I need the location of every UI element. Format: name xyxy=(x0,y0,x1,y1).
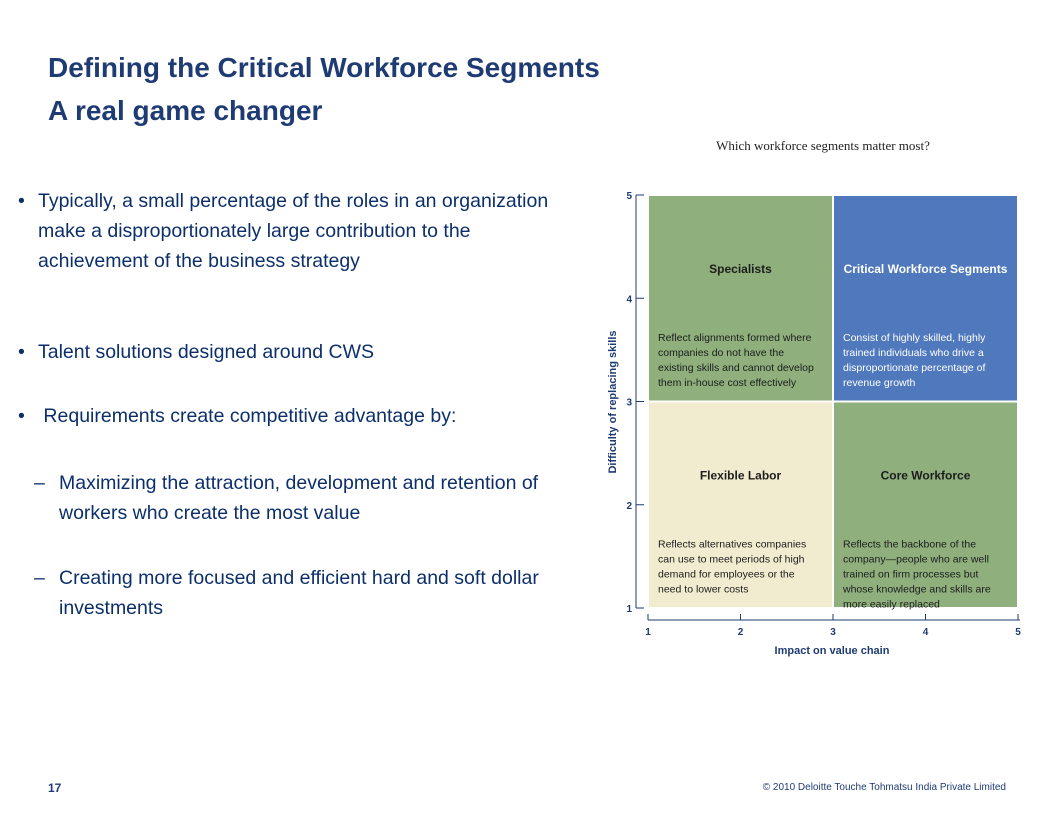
sub-bullet-text: Maximizing the attraction, development a… xyxy=(59,472,539,524)
x-tick-label: 3 xyxy=(830,627,836,638)
page-number: 17 xyxy=(48,781,62,795)
quadrant-description-line: them in-house cost effectively xyxy=(658,377,797,389)
quadrant-description-line: company—people who are well xyxy=(843,554,989,566)
quadrant-description-line: trained individuals who drive a xyxy=(843,347,984,359)
quadrant-cell xyxy=(832,194,1019,403)
x-tick-label: 4 xyxy=(923,627,929,638)
quadrant-description-line: Reflect alignments formed where xyxy=(658,332,812,344)
quadrant-description-line: whose knowledge and skills are xyxy=(842,584,991,596)
quadrant-description-line: Consist of highly skilled, highly xyxy=(843,332,986,344)
bullet-marker: • xyxy=(18,341,25,363)
quadrant-description-line: revenue growth xyxy=(843,377,916,389)
x-tick-label: 1 xyxy=(645,627,651,638)
bullet-marker: • xyxy=(18,405,25,427)
x-tick-label: 5 xyxy=(1015,627,1021,638)
y-tick-label: 4 xyxy=(626,294,632,305)
sub-bullet-marker: – xyxy=(34,472,45,494)
y-tick-label: 1 xyxy=(626,604,632,615)
quadrant-description-line: Reflects the backbone of the xyxy=(843,539,976,551)
bullet-marker: • xyxy=(18,190,25,212)
quadrant-cell xyxy=(832,400,1019,609)
y-tick-label: 3 xyxy=(626,398,632,409)
quadrant-name: Core Workforce xyxy=(881,469,971,483)
x-tick-label: 2 xyxy=(738,627,744,638)
quadrant-description-line: trained on firm processes but xyxy=(843,569,978,581)
bullet-text: Requirements create competitive advantag… xyxy=(38,405,457,427)
x-axis-label: Impact on value chain xyxy=(775,645,890,657)
quadrant-description-line: companies do not have the xyxy=(658,347,784,359)
bullet-text: Talent solutions designed around CWS xyxy=(38,341,375,363)
y-tick-label: 2 xyxy=(626,501,632,512)
y-axis-label: Difficulty of replacing skills xyxy=(607,330,619,473)
y-tick-label: 5 xyxy=(626,191,632,202)
quadrant-description-line: can use to meet periods of high xyxy=(658,554,805,566)
title-line-1: Defining the Critical Workforce Segments xyxy=(48,52,600,83)
chart-title: Which workforce segments matter most? xyxy=(716,138,930,153)
quadrant-description-line: existing skills and cannot develop xyxy=(658,362,814,374)
workforce-segments-chart: Which workforce segments matter most? Sp… xyxy=(607,138,1021,657)
quadrant-description-line: need to lower costs xyxy=(658,584,748,596)
quadrant-description-line: Reflects alternatives companies xyxy=(658,539,806,551)
quadrant-cell xyxy=(647,400,834,609)
quadrant-name: Specialists xyxy=(709,262,772,276)
bullet-text: Typically, a small percentage of the rol… xyxy=(38,190,549,272)
sub-bullet-text: Creating more focused and efficient hard… xyxy=(59,567,539,619)
title-line-2: A real game changer xyxy=(48,95,323,126)
quadrant-description-line: demand for employees or the xyxy=(658,569,795,581)
copyright-notice: © 2010 Deloitte Touche Tohmatsu India Pr… xyxy=(762,782,1006,793)
quadrant-description-line: more easily replaced xyxy=(843,599,940,611)
sub-bullet-marker: – xyxy=(34,567,45,589)
slide-title: Defining the Critical Workforce Segments… xyxy=(48,46,600,132)
quadrant-description-line: disproportionate percentage of xyxy=(843,362,986,374)
quadrant-name: Flexible Labor xyxy=(700,469,782,483)
quadrant-name: Critical Workforce Segments xyxy=(844,262,1008,276)
quadrant-cell xyxy=(647,194,834,403)
